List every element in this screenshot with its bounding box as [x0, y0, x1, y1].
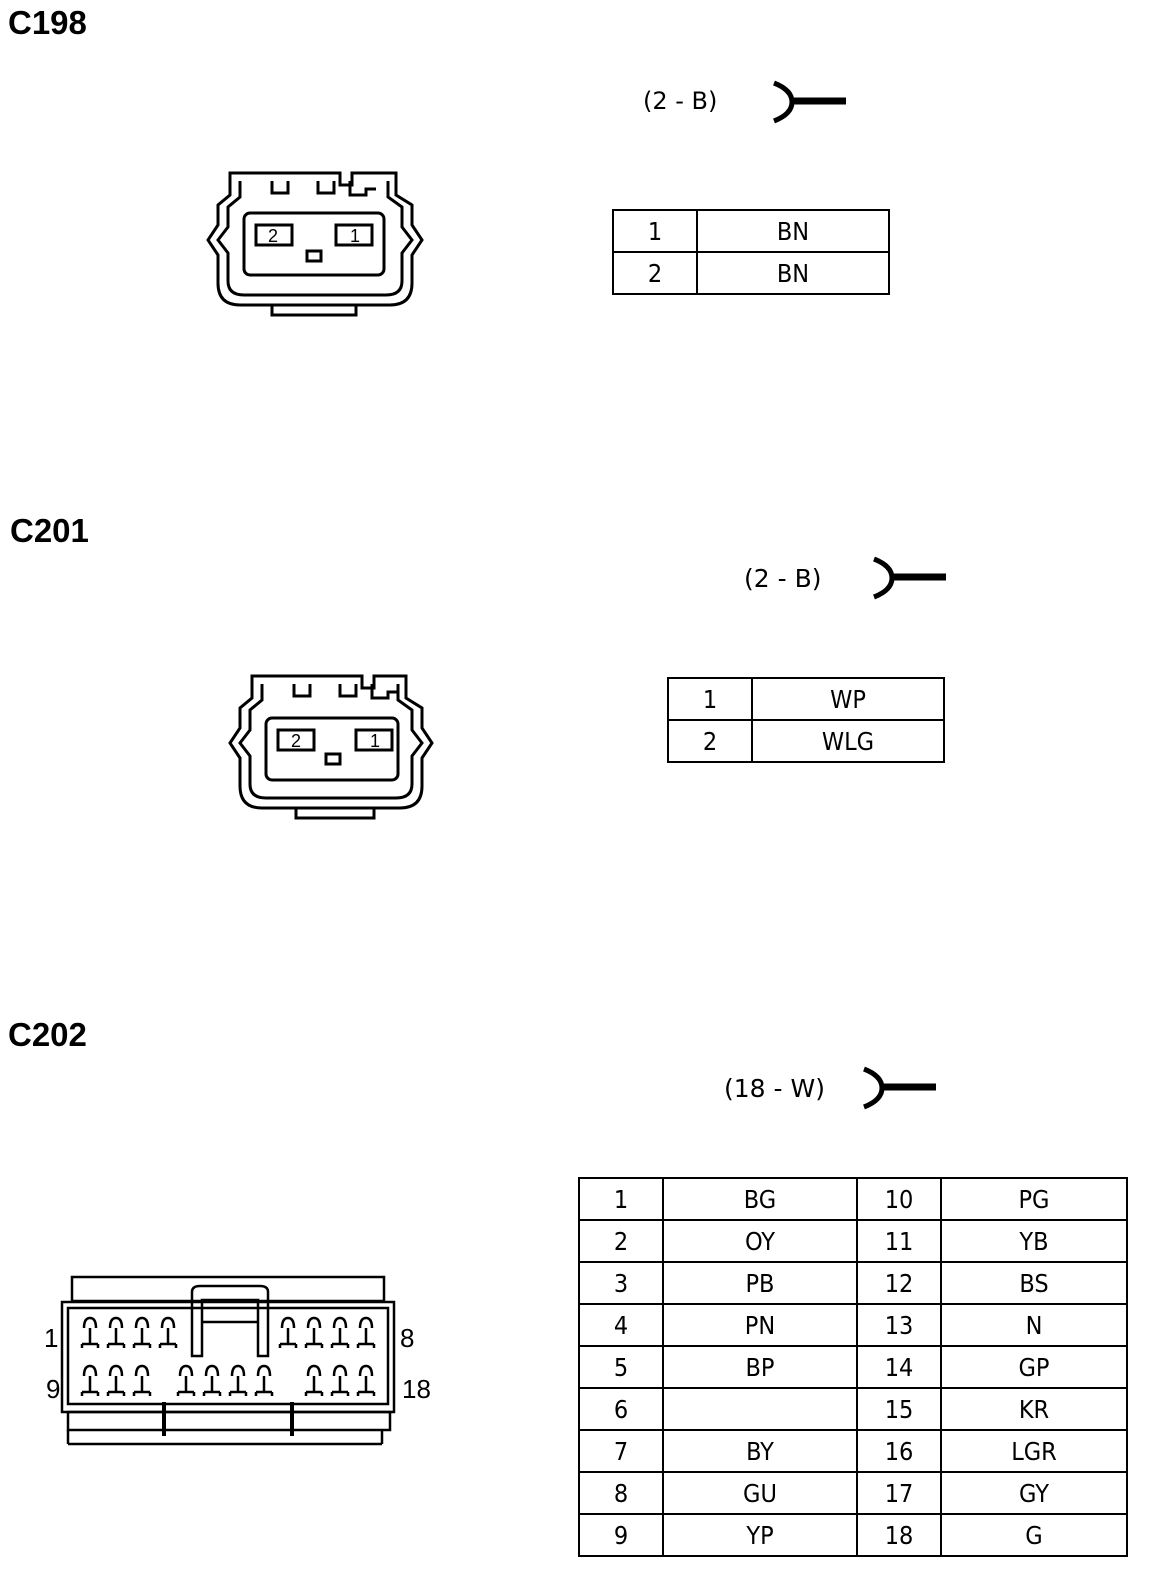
wire-color: BS — [940, 1261, 1128, 1305]
wire-color: PG — [940, 1177, 1128, 1221]
wire-color: G — [940, 1513, 1128, 1557]
wire-color: PB — [662, 1261, 858, 1305]
face-label-bottom-left: 9 — [46, 1374, 61, 1404]
wire-color: KR — [940, 1387, 1128, 1431]
wire-color: BP — [662, 1345, 858, 1389]
wire-color: PN — [662, 1303, 858, 1347]
pin-number: 1 — [612, 209, 698, 253]
pin-table-c201: 1 WP 2 WLG — [667, 677, 945, 763]
pin-number: 17 — [856, 1471, 942, 1515]
pin-number: 7 — [578, 1429, 664, 1473]
pin-number: 5 — [578, 1345, 664, 1389]
table-row: 1 BN — [612, 209, 890, 253]
pin-number: 16 — [856, 1429, 942, 1473]
wire-color: YB — [940, 1219, 1128, 1263]
cavity-label: 2 — [291, 731, 302, 751]
wire-color: YP — [662, 1513, 858, 1557]
wire-color — [662, 1387, 858, 1431]
wire-color: OY — [662, 1219, 858, 1263]
pin-table-c198: 1 BN 2 BN — [612, 209, 890, 295]
table-row: 1 WP — [667, 677, 945, 721]
wire-color: N — [940, 1303, 1128, 1347]
cavity-label: 1 — [370, 731, 381, 751]
pin-number: 6 — [578, 1387, 664, 1431]
connector-hook-icon — [873, 556, 946, 600]
table-row: 2 WLG — [667, 719, 945, 763]
wire-color: BY — [662, 1429, 858, 1473]
pin-number: 18 — [856, 1513, 942, 1557]
pin-number: 2 — [667, 719, 753, 763]
connector-face-c201 — [228, 674, 434, 820]
connector-face-c198 — [206, 171, 424, 317]
pin-number: 12 — [856, 1261, 942, 1305]
wire-color: LGR — [940, 1429, 1128, 1473]
connector-code-c202: (18 - W) — [724, 1074, 825, 1103]
table-row: 2 BN — [612, 251, 890, 295]
pin-number: 10 — [856, 1177, 942, 1221]
wire-color: BN — [696, 251, 890, 295]
connector-hook-icon — [863, 1066, 936, 1110]
pin-number: 11 — [856, 1219, 942, 1263]
wire-color: GY — [940, 1471, 1128, 1515]
cavity-label: 2 — [268, 226, 279, 246]
connector-title-c201: C201 — [10, 512, 89, 549]
pin-number: 13 — [856, 1303, 942, 1347]
pin-number: 3 — [578, 1261, 664, 1305]
pin-number: 1 — [667, 677, 753, 721]
connector-hook-icon — [773, 80, 846, 124]
pin-number: 9 — [578, 1513, 664, 1557]
pin-number: 4 — [578, 1303, 664, 1347]
connector-title-c202: C202 — [8, 1016, 87, 1053]
wire-color: GP — [940, 1345, 1128, 1389]
wire-color: WP — [751, 677, 945, 721]
pin-number: 2 — [612, 251, 698, 295]
wire-color: WLG — [751, 719, 945, 763]
pin-number: 14 — [856, 1345, 942, 1389]
face-label-bottom-right: 18 — [402, 1374, 431, 1404]
face-label-top-right: 8 — [400, 1323, 415, 1353]
connector-code-c201: (2 - B) — [744, 564, 822, 593]
wire-color: BG — [662, 1177, 858, 1221]
pin-number: 1 — [578, 1177, 664, 1221]
wire-color: GU — [662, 1471, 858, 1515]
pin-number: 8 — [578, 1471, 664, 1515]
face-label-top-left: 1 — [44, 1323, 59, 1353]
connector-face-c202 — [60, 1275, 396, 1446]
cavity-label: 1 — [350, 226, 361, 246]
connector-title-c198: C198 — [8, 4, 87, 41]
pin-number: 2 — [578, 1219, 664, 1263]
pin-number: 15 — [856, 1387, 942, 1431]
connector-code-c198: (2 - B) — [643, 87, 718, 115]
wire-color: BN — [696, 209, 890, 253]
